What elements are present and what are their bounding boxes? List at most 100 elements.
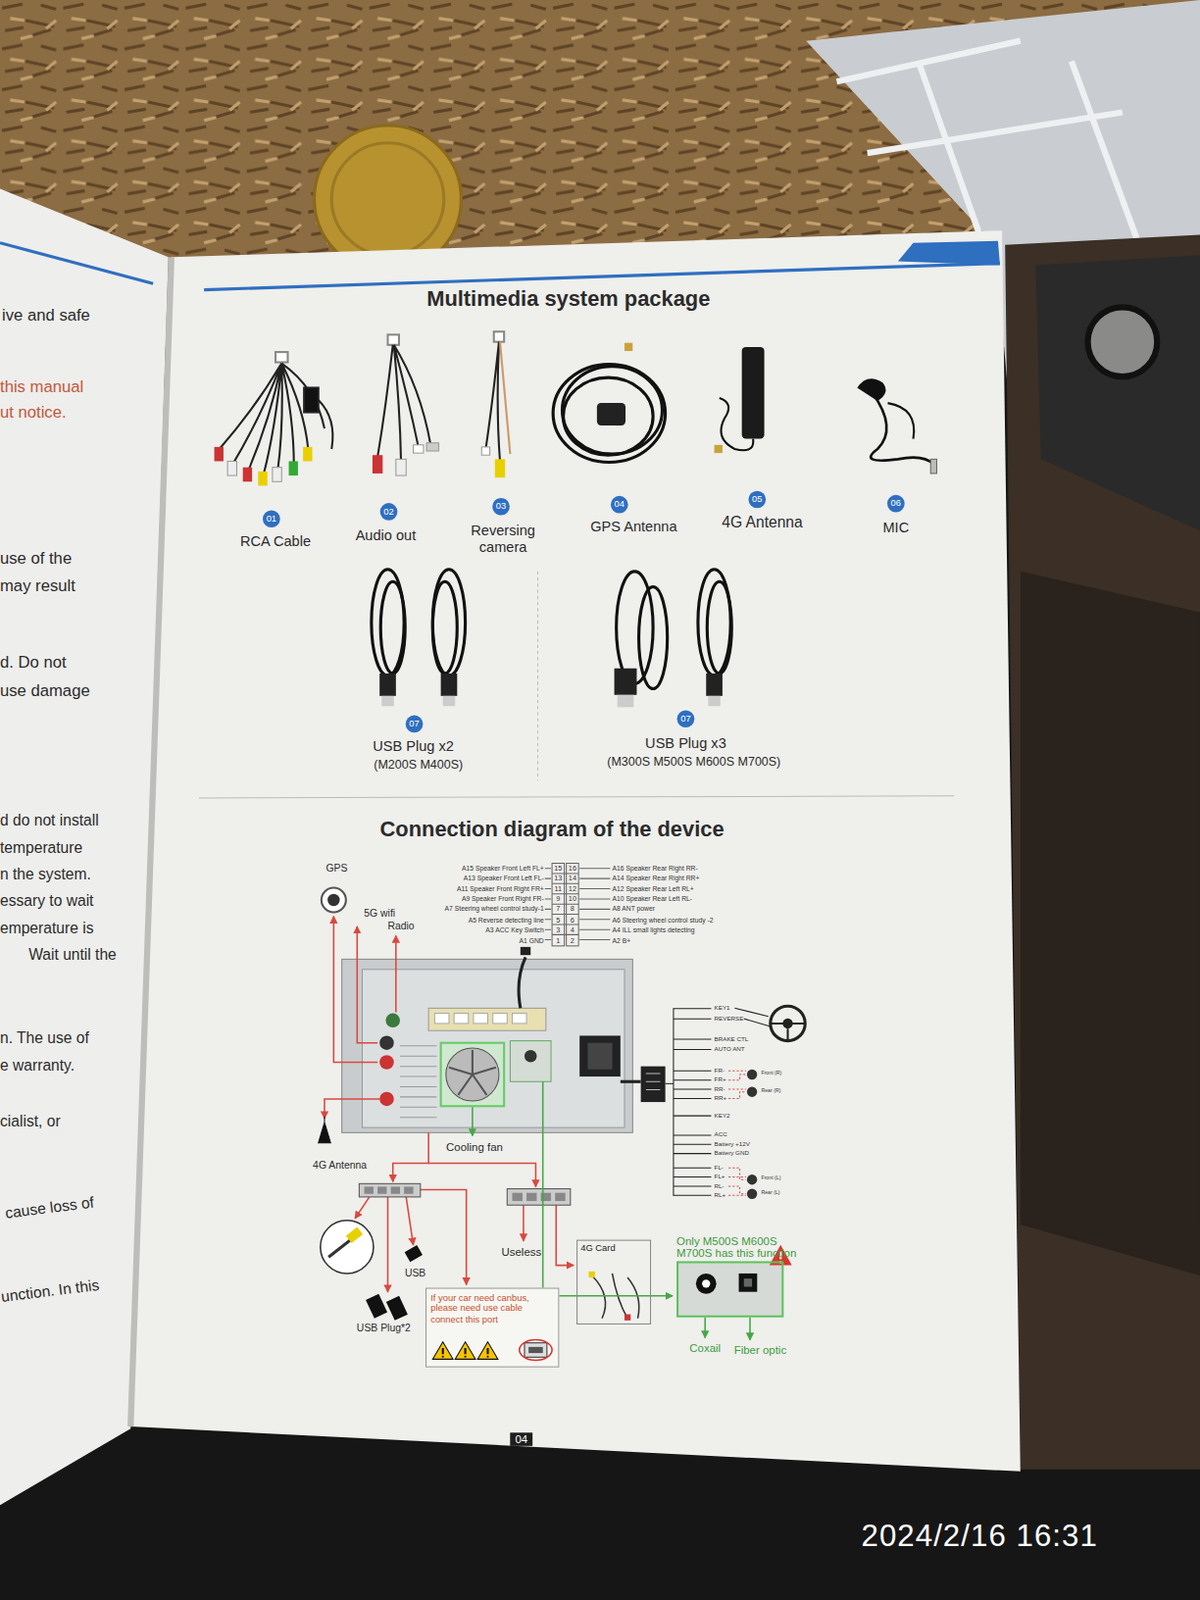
part-name: GPS Antenna — [590, 518, 677, 536]
model-note: (M200S M400S) — [373, 757, 463, 772]
callout-number: 05 — [748, 491, 766, 509]
pin-label: A6 Steering wheel control study -2 — [611, 915, 713, 924]
part-name: Reversing camera — [455, 522, 550, 556]
speaker-label: Front (L) — [760, 1175, 781, 1182]
page-text: e warranty. — [0, 1055, 75, 1074]
wire-label: BRAKE CTL — [714, 1035, 750, 1043]
callout-number: 06 — [887, 495, 905, 513]
output-label: Fiber optic — [734, 1344, 787, 1357]
page-text: d. Do not — [0, 652, 67, 672]
wire-label: FR+ — [714, 1076, 727, 1084]
pin-label: A2 B+ — [611, 936, 631, 945]
part-name: Audio out — [355, 526, 417, 544]
pin-number: 4 — [570, 926, 575, 935]
wire-label: FL+ — [714, 1173, 726, 1181]
wire-label: Battery GND — [714, 1150, 750, 1157]
page-text: use damage — [0, 681, 91, 700]
part-name: USB Plug x2 — [372, 738, 454, 755]
node-text: 4G Card — [580, 1243, 648, 1254]
pin-number: 16 — [568, 864, 577, 873]
pin-label: A4 ILL small lights detecting — [611, 926, 695, 935]
callout-number: 01 — [262, 509, 281, 528]
page-text: use of the — [0, 549, 72, 568]
callout-number: 03 — [492, 498, 510, 516]
pin-number: 12 — [568, 885, 577, 894]
wire-label: RL- — [714, 1182, 725, 1190]
pin-number: 10 — [568, 895, 577, 903]
part-name: USB Plug x3 — [645, 734, 727, 751]
wire-label: FL- — [714, 1164, 724, 1172]
pin-number: 2 — [570, 936, 575, 945]
node-text: If your car need canbus, please need use… — [430, 1293, 554, 1325]
pin-number: 3 — [555, 926, 560, 935]
part-label: USB Plug*2 — [356, 1322, 411, 1335]
part-label: USB — [404, 1267, 426, 1280]
callout-number: 02 — [380, 502, 399, 521]
section-heading: Connection diagram of the device — [380, 817, 725, 843]
pin-number: 6 — [570, 915, 575, 924]
port-label: 5G wifi — [363, 906, 396, 919]
callout-number: 07 — [405, 715, 424, 734]
wire-label: RR- — [714, 1085, 726, 1093]
page-text: essary to wait — [0, 892, 94, 910]
page-text: ut notice. — [0, 402, 67, 422]
pin-label: A8 ANT power — [611, 905, 655, 914]
part-name: 4G Antenna — [721, 513, 802, 532]
wire-label: FR- — [714, 1067, 725, 1075]
pin-number: 13 — [553, 874, 562, 883]
warning-icons — [430, 1339, 555, 1364]
pin-number: 9 — [555, 895, 560, 903]
pin-number: 1 — [555, 936, 560, 945]
pin-label: A15 Speaker Front Left FL+ — [461, 864, 545, 873]
page-text: n. The use of — [0, 1028, 90, 1047]
pin-label: A11 Speaker Front Right FR+ — [456, 885, 545, 894]
page-text: ive and safe — [1, 305, 91, 325]
page-text: may result — [0, 576, 76, 596]
pin-number: 14 — [568, 874, 577, 883]
part-label: Cooling fan — [446, 1141, 503, 1154]
wire-label: AUTO ANT — [714, 1046, 746, 1053]
pin-label: A16 Speaker Rear Right RR- — [611, 864, 698, 873]
wire-label: REVERSE — [714, 1015, 745, 1023]
wire-label: ACC — [714, 1131, 728, 1139]
page-text: emperature is — [0, 919, 94, 938]
callout-number: 04 — [610, 496, 629, 514]
speaker-label: Rear (L) — [760, 1190, 780, 1197]
pin-label: A14 Speaker Rear Right RR+ — [611, 874, 700, 883]
pin-label: A5 Reverse detecting line — [468, 915, 545, 924]
page-text: Wait until the — [28, 946, 117, 964]
wire-label: KEY2 — [714, 1111, 731, 1119]
pin-number: 8 — [570, 905, 575, 914]
optical-box: Only M500S M600S M700S has this function — [676, 1260, 784, 1317]
output-label: Coxail — [689, 1342, 721, 1355]
pin-number: 5 — [555, 915, 560, 924]
page-text: temperature — [0, 839, 83, 857]
pin-label: A13 Speaker Front Left FL- — [463, 874, 545, 883]
part-name: RCA Cable — [240, 532, 311, 550]
pin-label: A3 ACC Key Switch — [485, 926, 544, 935]
port-label: Radio — [387, 920, 414, 933]
page-text: cialist, or — [0, 1111, 61, 1130]
speaker-label: Rear (R) — [760, 1088, 781, 1095]
pin-number: 7 — [555, 905, 560, 914]
part-label: Useless — [500, 1246, 542, 1259]
pin-number: 11 — [554, 885, 563, 894]
page-title: Multimedia system package — [426, 286, 710, 311]
wire-label: RR+ — [714, 1095, 728, 1102]
card-box: 4G Card — [576, 1240, 651, 1325]
pin-label: A10 Speaker Rear Left RL- — [611, 895, 693, 903]
wire-label: RL+ — [714, 1192, 727, 1200]
callout-number: 07 — [677, 709, 696, 728]
model-note: (M300S M500S M600S M700S) — [606, 754, 781, 769]
page-number: 04 — [509, 1432, 533, 1446]
pin-number: 15 — [553, 864, 562, 873]
part-label: 4G Antenna — [312, 1158, 367, 1171]
port-label: GPS — [325, 861, 348, 874]
note-heading: Only M500S M600S M700S has this function — [676, 1234, 800, 1260]
pin-label: A9 Speaker Front Right FR- — [461, 895, 545, 903]
wire-label: Battery +12V — [714, 1141, 750, 1149]
page-text: this manual — [0, 377, 84, 397]
pin-label: A1 GND — [519, 936, 545, 945]
